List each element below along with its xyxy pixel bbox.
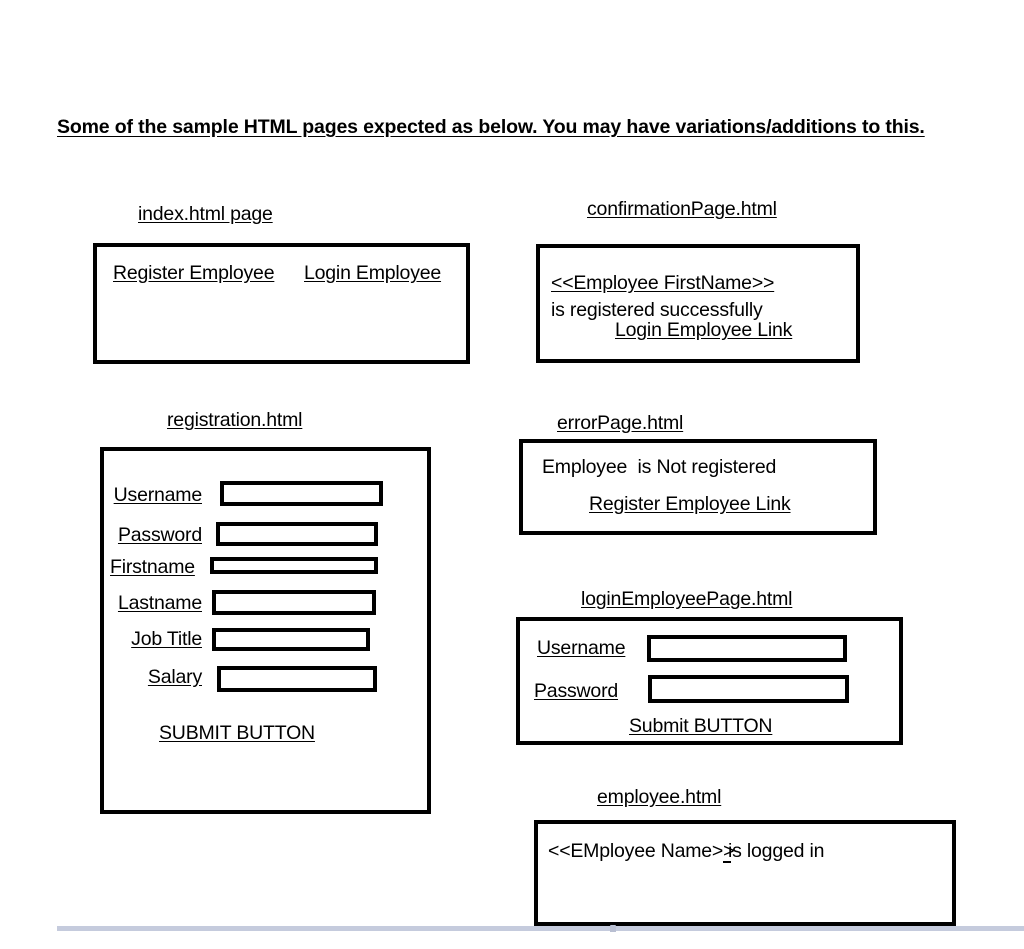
input-login-username[interactable] (647, 635, 847, 662)
input-password[interactable] (216, 522, 378, 546)
caption-error-page-html: errorPage.html (557, 412, 684, 434)
label-job-title: Job Title (131, 628, 202, 650)
confirmation-message: is registered successfully (551, 300, 763, 320)
input-job-title[interactable] (212, 628, 370, 651)
label-salary: Salary (147, 666, 202, 688)
label-lastname: Lastname (117, 592, 202, 614)
input-username[interactable] (220, 481, 383, 506)
link-login-employee[interactable]: Login Employee (304, 262, 442, 284)
login-submit-button[interactable]: Submit BUTTON (629, 715, 773, 737)
link-register-employee[interactable]: Register Employee (113, 262, 275, 284)
input-salary[interactable] (217, 666, 377, 692)
page-bottom-edge (57, 926, 1024, 931)
page-title: Some of the sample HTML pages expected a… (57, 116, 925, 138)
caption-employee-html: employee.html (597, 786, 722, 808)
input-firstname[interactable] (210, 557, 378, 574)
confirmation-employee-firstname-placeholder: <<Employee FirstName>> (551, 272, 775, 294)
link-register-employee-link[interactable]: Register Employee Link (589, 493, 791, 515)
label-login-password: Password (534, 680, 619, 702)
link-login-employee-link[interactable]: Login Employee Link (615, 319, 793, 341)
wireframe-index-page: Register Employee Login Employee (93, 243, 470, 364)
wireframe-login-employee-page: Username Password Submit BUTTON (516, 617, 903, 745)
label-username: Username (113, 484, 203, 506)
page-edge-tick-marker (610, 925, 616, 932)
caption-registration-html: registration.html (167, 409, 303, 431)
label-login-username: Username (537, 637, 626, 659)
submit-button[interactable]: SUBMIT BUTTON (159, 722, 315, 744)
wireframe-registration-page: Username Password Firstname Lastname Job… (100, 447, 431, 814)
caption-login-employee-page-html: loginEmployeePage.html (581, 588, 793, 610)
wireframe-confirmation-page: <<Employee FirstName>> is registered suc… (536, 244, 860, 363)
input-lastname[interactable] (212, 590, 376, 615)
employee-logged-in-message: is logged in (728, 840, 825, 862)
cursor-caret-mark (723, 861, 731, 863)
label-password: Password (117, 524, 202, 546)
caption-confirmation-page-html: confirmationPage.html (587, 198, 777, 220)
input-login-password[interactable] (648, 675, 849, 703)
employee-name-placeholder: <<EMployee Name>> (548, 840, 735, 862)
wireframe-error-page: Employee is Not registered Register Empl… (519, 439, 877, 535)
label-firstname: Firstname (110, 556, 195, 578)
wireframe-employee-page: <<EMployee Name>> is logged in (534, 820, 956, 926)
error-message: Employee is Not registered (542, 456, 777, 478)
caption-index-html: index.html page (138, 203, 273, 225)
